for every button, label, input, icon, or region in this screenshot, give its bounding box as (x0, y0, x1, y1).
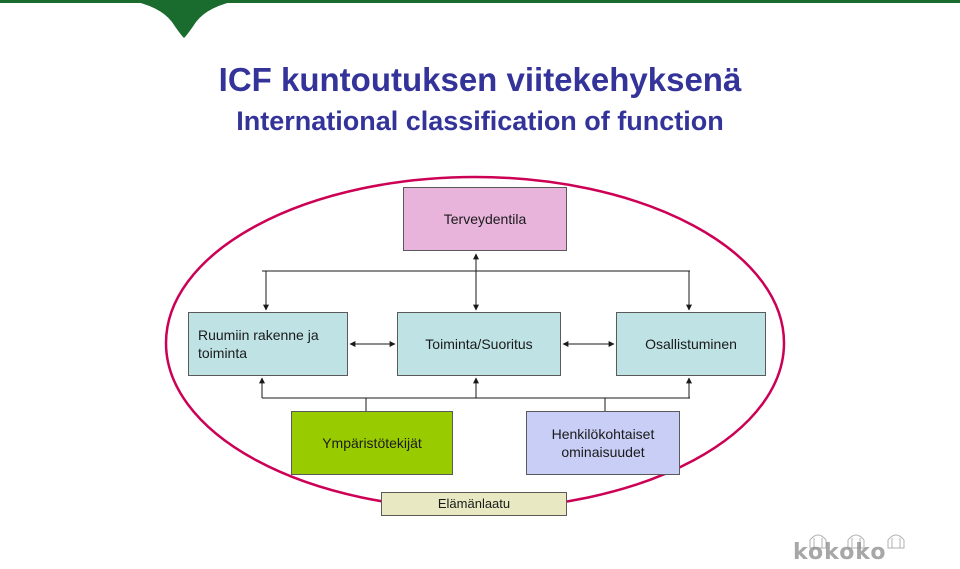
box-toiminta-suoritus: Toiminta/Suoritus (397, 312, 561, 376)
box-elamanlaatu: Elämänlaatu (381, 492, 567, 516)
box-terveydentila-label: Terveydentila (443, 211, 527, 227)
box-terveydentila: Terveydentila (403, 187, 567, 251)
slide-subtitle: International classification of function (236, 106, 724, 136)
box-elamanlaatu-label: Elämänlaatu (437, 496, 511, 511)
box-ruumiin-rakenne-label: Ruumiin rakenne ja toiminta (198, 327, 319, 361)
box-ruumiin-rakenne: Ruumiin rakenne ja toiminta (188, 312, 348, 376)
top-green-band (0, 0, 960, 38)
kokoko-logo-text: kokoko (793, 540, 887, 565)
box-osallistuminen: Osallistuminen (616, 312, 766, 376)
box-henkilokohtaiset: Henkilökohtaiset ominaisuudet (526, 411, 680, 475)
box-henkilokohtaiset-label: Henkilökohtaiset ominaisuudet (551, 426, 655, 460)
kokoko-logo-icon (809, 534, 905, 549)
box-toiminta-suoritus-label: Toiminta/Suoritus (425, 336, 533, 352)
slide-title: ICF kuntoutuksen viitekehyksenä (218, 61, 742, 98)
box-ymparistotekijat-label: Ympäristötekijät (322, 435, 422, 451)
box-ymparistotekijat: Ympäristötekijät (291, 411, 453, 475)
box-osallistuminen-label: Osallistuminen (645, 336, 737, 352)
